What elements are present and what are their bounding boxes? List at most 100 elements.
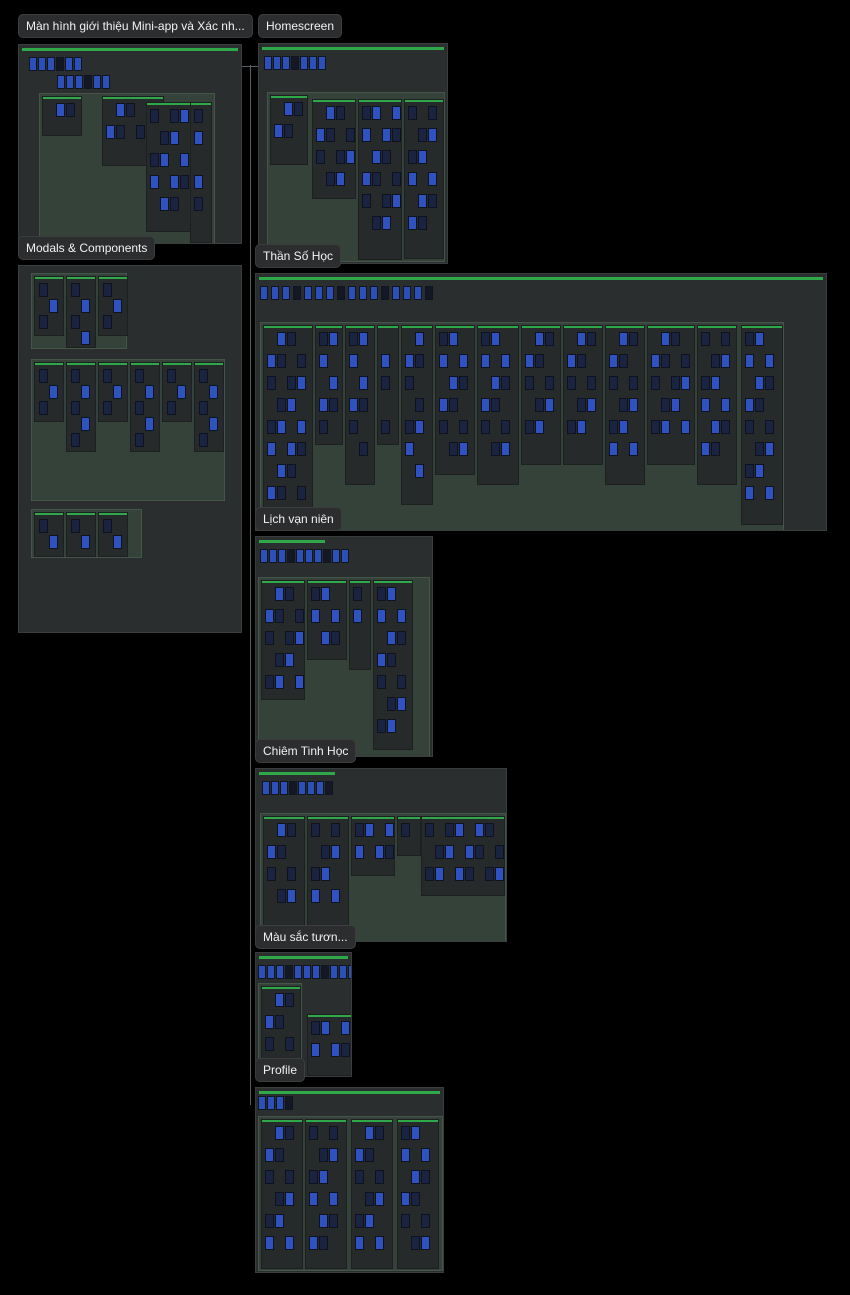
screen-thumbnail (116, 103, 125, 117)
screen-thumbnail (341, 549, 349, 563)
section-frame-numerology[interactable] (255, 273, 827, 531)
screen-thumbnail (329, 1148, 338, 1162)
screen-thumbnail (297, 442, 306, 456)
screen-thumbnail (321, 587, 330, 601)
screen-thumbnail (382, 216, 391, 230)
section-header-bar (259, 772, 335, 775)
screen-thumbnail (309, 1170, 318, 1184)
screen-thumbnail (567, 420, 576, 434)
screen-thumbnail (329, 376, 338, 390)
screen-thumbnail (408, 150, 417, 164)
screen-thumbnail (319, 1214, 328, 1228)
screen-thumbnail (287, 549, 295, 563)
screen-thumbnail (278, 549, 286, 563)
screen-thumbnail (439, 398, 448, 412)
screen-thumbnail (329, 1126, 338, 1140)
screen-thumbnail (365, 1192, 374, 1206)
screen-thumbnail (415, 464, 424, 478)
screen-thumbnail (359, 398, 368, 412)
screen-thumbnail (459, 376, 468, 390)
section-frame-profile[interactable] (255, 1087, 444, 1273)
section-title-numerology[interactable]: Thần Số Học (255, 244, 342, 268)
screen-thumbnail (481, 332, 490, 346)
section-frame-modals[interactable] (18, 265, 242, 633)
screen-thumbnail (315, 286, 323, 300)
screen-thumbnail (38, 57, 46, 71)
section-frame-calendar[interactable] (255, 536, 433, 757)
section-title-home[interactable]: Homescreen (258, 14, 343, 38)
screen-thumbnail (311, 609, 320, 623)
screen-thumbnail (296, 549, 304, 563)
screen-thumbnail (375, 1236, 384, 1250)
screen-thumbnail (475, 823, 484, 837)
screen-thumbnail (382, 194, 391, 208)
screen-thumbnail (348, 286, 356, 300)
screen-thumbnail (329, 398, 338, 412)
screen-thumbnail (331, 631, 340, 645)
screen-thumbnail (365, 823, 374, 837)
screen-thumbnail (285, 587, 294, 601)
section-frame-intro[interactable] (18, 44, 242, 244)
screen-thumbnail (346, 150, 355, 164)
screen-thumbnail (194, 197, 203, 211)
screen-thumbnail (681, 420, 690, 434)
screen-thumbnail (421, 1214, 430, 1228)
screen-thumbnail (194, 175, 203, 189)
screen-thumbnail (381, 354, 390, 368)
design-frame (307, 1014, 351, 1076)
screen-thumbnail (375, 1126, 384, 1140)
design-frame (66, 276, 96, 348)
screen-thumbnail (362, 172, 371, 186)
section-title-profile[interactable]: Profile (255, 1058, 306, 1082)
component-thumbnail (71, 283, 80, 297)
screen-thumbnail (267, 486, 276, 500)
screen-thumbnail (267, 965, 275, 979)
section-frame-home[interactable] (258, 43, 448, 264)
screen-thumbnail (491, 332, 500, 346)
section-title-intro[interactable]: Màn hình giới thiệu Mini-app và Xác nh..… (18, 14, 253, 38)
screen-thumbnail (701, 398, 710, 412)
component-thumbnail (39, 315, 48, 329)
screen-thumbnail (411, 1126, 420, 1140)
section-title-modals[interactable]: Modals & Components (18, 236, 156, 260)
screen-thumbnail (449, 376, 458, 390)
screen-thumbnail (319, 332, 328, 346)
screen-thumbnail (459, 442, 468, 456)
flow-group (258, 577, 430, 756)
screen-thumbnail (267, 867, 276, 881)
design-frame (66, 362, 96, 452)
screen-thumbnail (619, 332, 628, 346)
design-frame (312, 99, 356, 199)
screen-thumbnail (84, 75, 92, 89)
screen-thumbnail (267, 442, 276, 456)
screen-thumbnail (382, 150, 391, 164)
screen-thumbnail (377, 719, 386, 733)
screen-thumbnail (355, 1148, 364, 1162)
design-frame (66, 512, 96, 557)
screen-thumbnail (359, 286, 367, 300)
component-thumbnail (81, 331, 90, 345)
screen-thumbnail (264, 56, 272, 70)
section-frame-astrology[interactable] (255, 768, 507, 942)
screen-thumbnail (375, 1192, 384, 1206)
design-frame (373, 580, 413, 750)
screen-thumbnail (341, 1043, 350, 1057)
screen-thumbnail (439, 354, 448, 368)
screen-thumbnail (418, 216, 427, 230)
screen-thumbnail (415, 354, 424, 368)
section-title-astrology[interactable]: Chiêm Tinh Học (255, 739, 357, 763)
screen-thumbnail (355, 1214, 364, 1228)
screen-thumbnail (285, 993, 294, 1007)
screen-thumbnail (329, 1192, 338, 1206)
screen-thumbnail (267, 354, 276, 368)
screen-thumbnail (401, 823, 410, 837)
screen-thumbnail (311, 867, 320, 881)
screen-thumbnail (455, 867, 464, 881)
screen-thumbnail (260, 286, 268, 300)
screen-thumbnail (545, 398, 554, 412)
section-title-calendar[interactable]: Lịch vạn niên (255, 507, 342, 531)
flow-group (260, 322, 784, 530)
screen-thumbnail (382, 128, 391, 142)
screen-thumbnail (459, 420, 468, 434)
section-title-colors[interactable]: Màu sắc tươn... (255, 925, 356, 949)
